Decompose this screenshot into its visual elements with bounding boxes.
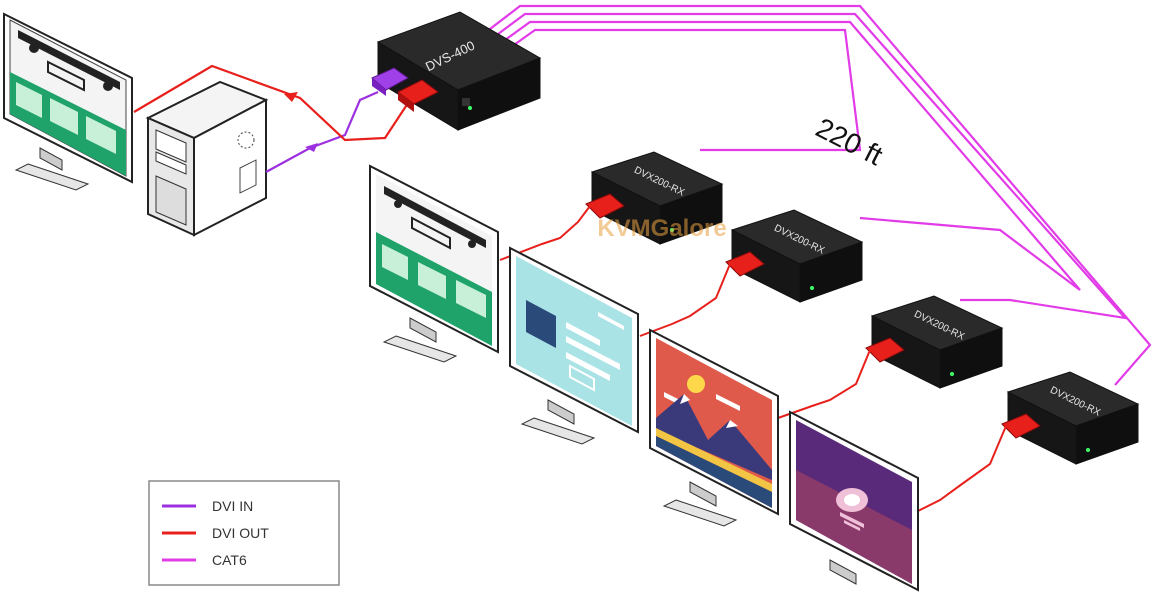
receiver-3: DVX200-RX (865, 295, 1004, 389)
receiver-2: DVX200-RX (725, 209, 864, 303)
dvi-out-cable-1 (499, 205, 591, 261)
remote-monitor-4 (789, 410, 919, 592)
dvi-in-arrow (305, 143, 318, 152)
cat6-cable-1 (459, 4, 1152, 386)
receiver-1: DVX200-RX (585, 151, 724, 245)
dvi-out-cable-local (133, 64, 411, 142)
cat6-cable-2 (469, 12, 1128, 320)
legend: DVI IN DVI OUT CAT6 (148, 480, 340, 586)
dvi-in-cable (265, 90, 379, 173)
cat6-cable-4 (489, 28, 862, 152)
legend-label-dvi-in: DVI IN (212, 498, 253, 514)
dvi-out-cables-remote (499, 205, 1007, 513)
remote-monitor-1 (369, 164, 499, 363)
remote-monitor-2 (509, 246, 639, 445)
dvi-out-cable-3 (777, 349, 871, 419)
dvi-out-cable-2 (639, 263, 731, 337)
dvi-out-arrow-local (284, 92, 298, 102)
distance-label: 220 ft (811, 112, 888, 172)
computer-tower (145, 80, 269, 237)
legend-label-cat6: CAT6 (212, 552, 247, 568)
splitter-dvs-400: DVS-400 (371, 11, 542, 131)
watermark: KVMGalore (597, 215, 726, 242)
remote-monitor-3 (649, 328, 779, 527)
local-monitor (3, 12, 133, 191)
receiver-4: DVX200-RX (1001, 371, 1140, 465)
legend-label-dvi-out: DVI OUT (212, 525, 269, 541)
cat6-cables (459, 4, 1152, 386)
dvi-out-cable-4 (915, 425, 1007, 513)
cat6-cable-3 (479, 20, 1081, 291)
